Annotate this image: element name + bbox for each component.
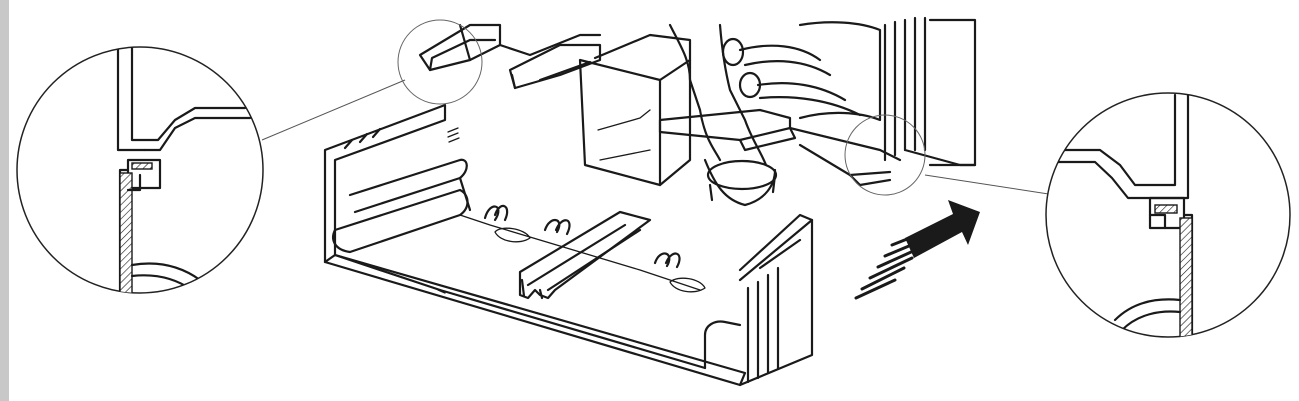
zoom-detail-left — [16, 46, 264, 294]
loupe-right — [844, 114, 926, 196]
zoom-detail-right — [1045, 92, 1291, 338]
left-edge-bar — [0, 0, 9, 401]
insert-direction-arrow — [854, 200, 980, 300]
base-tray — [323, 103, 814, 387]
leader-line-left — [261, 79, 406, 141]
leader-line-right — [924, 174, 1056, 196]
machine-upper-assembly — [418, 16, 977, 207]
loupe-left — [397, 19, 483, 105]
